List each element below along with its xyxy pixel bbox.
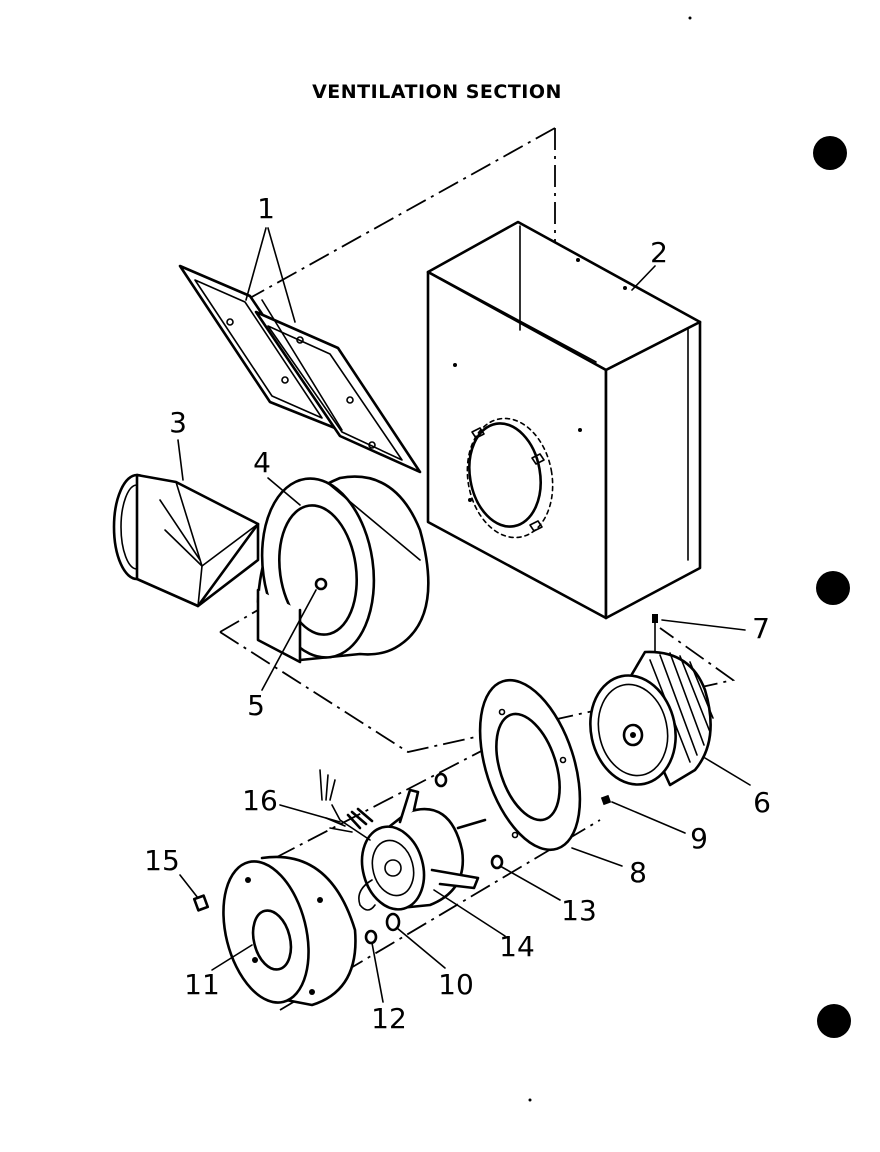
callout-12: 12	[371, 1002, 407, 1035]
callout-3: 3	[169, 406, 187, 439]
callout-5: 5	[247, 689, 265, 722]
callout-4: 4	[253, 446, 271, 479]
part-5-screw	[314, 577, 328, 591]
part-13-washer	[490, 854, 504, 870]
binder-hole-bottom	[817, 1004, 851, 1038]
callout-13: 13	[561, 894, 597, 927]
callout-labels: 1 2 3 4 5 6 7 8 9 10 11 12 13 14 15 16	[144, 192, 771, 1035]
callout-16: 16	[242, 784, 278, 817]
part-1-filter-plates	[178, 264, 422, 474]
callout-10: 10	[438, 968, 474, 1001]
part-9-screw	[600, 794, 612, 806]
part-8-mounting-ring	[478, 678, 582, 852]
callout-6: 6	[753, 786, 771, 819]
speck	[528, 1098, 532, 1102]
part-15-screw	[192, 894, 210, 912]
callout-1: 1	[257, 192, 275, 225]
callout-9: 9	[690, 822, 708, 855]
part-3-inlet-duct	[112, 473, 260, 608]
callout-15: 15	[144, 844, 180, 877]
diagram-title: VENTILATION SECTION	[312, 81, 562, 103]
washer-near-motor-top	[434, 772, 448, 788]
part-6-blower-wheel	[589, 650, 714, 787]
callout-11: 11	[184, 968, 220, 1001]
part-10-washer	[385, 912, 401, 932]
part-11-mount-plate	[222, 855, 357, 1007]
callout-8: 8	[629, 856, 647, 889]
part-2-cabinet-box	[426, 220, 702, 620]
speck	[688, 16, 692, 20]
callout-14: 14	[499, 930, 535, 963]
part-16-motor	[319, 769, 487, 911]
binder-hole-middle	[816, 571, 850, 605]
part-7-screw	[652, 614, 658, 653]
part-12-washer	[364, 929, 378, 945]
leader-lines	[177, 227, 751, 1003]
callout-2: 2	[650, 236, 668, 269]
binder-hole-top	[813, 136, 847, 170]
callout-7: 7	[752, 612, 770, 645]
part-4-blower-housing	[256, 475, 430, 664]
